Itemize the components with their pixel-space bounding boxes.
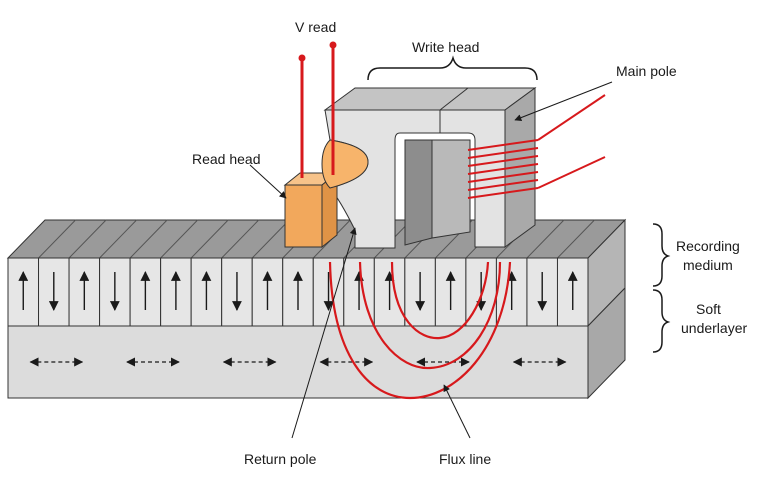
write-head — [323, 87, 537, 249]
flux-line-label: Flux line — [439, 451, 491, 467]
flux-line-outer — [328, 261, 512, 400]
grain-top-divider — [99, 219, 137, 259]
main-pole-front — [439, 109, 506, 248]
coil-turn-4 — [467, 163, 539, 175]
coil-turn-2 — [467, 147, 539, 159]
grain-top-divider — [526, 219, 565, 259]
recording-medium-block — [6, 218, 627, 400]
flux-line-inner — [390, 261, 490, 340]
write-head-label: Write head — [412, 39, 479, 55]
underlayer-front — [7, 325, 589, 399]
coil-lead-top — [537, 94, 606, 141]
layer-braces — [652, 223, 671, 353]
recording-medium-brace — [652, 223, 671, 287]
soft-underlayer-brace — [652, 289, 671, 353]
coil-lead-bottom — [537, 156, 606, 189]
grain-top-divider — [190, 219, 229, 259]
coil-turn-1 — [467, 139, 539, 151]
coil-turn-7 — [467, 187, 539, 199]
write-head-brace — [367, 55, 538, 81]
recording-medium-label-line2: medium — [683, 257, 733, 273]
flux-line-pointer — [443, 384, 471, 439]
read-head-front — [284, 184, 323, 248]
main-pole-pointer — [514, 81, 613, 121]
grain-top-divider — [221, 219, 260, 259]
grain-top-divider — [129, 219, 168, 259]
pointer-lines — [249, 81, 613, 439]
write-head-top — [323, 87, 537, 111]
read-lead-left-end — [298, 54, 306, 62]
grain-top-divider — [557, 219, 595, 259]
main-pole-label: Main pole — [616, 63, 677, 79]
grain-top-divider — [38, 219, 76, 259]
flux-lines — [328, 261, 512, 400]
grain-top-divider — [160, 219, 198, 259]
return-pole-pointer — [291, 227, 357, 439]
read-head — [283, 41, 369, 249]
return-pole-label: Return pole — [244, 451, 317, 467]
read-lead-right-end — [329, 41, 337, 49]
coil-turn-6 — [467, 179, 539, 191]
coil-turn-3 — [467, 155, 539, 167]
write-head-gap — [404, 139, 433, 246]
read-head-label: Read head — [192, 151, 261, 167]
grain-top-divider — [68, 219, 107, 259]
grain-top-divider — [251, 219, 290, 259]
coil — [467, 94, 606, 199]
write-head-gap-inner — [431, 139, 471, 239]
coil-turn-5 — [467, 171, 539, 183]
v-read-label: V read — [295, 19, 336, 35]
recording-medium-label-line1: Recording — [676, 238, 740, 254]
soft-underlayer-label-line1: Soft — [696, 301, 721, 317]
soft-underlayer-label-line2: underlayer — [681, 320, 747, 336]
flux-line-middle — [358, 261, 502, 370]
read-head-pointer — [249, 164, 287, 199]
grain-columns — [7, 257, 589, 327]
